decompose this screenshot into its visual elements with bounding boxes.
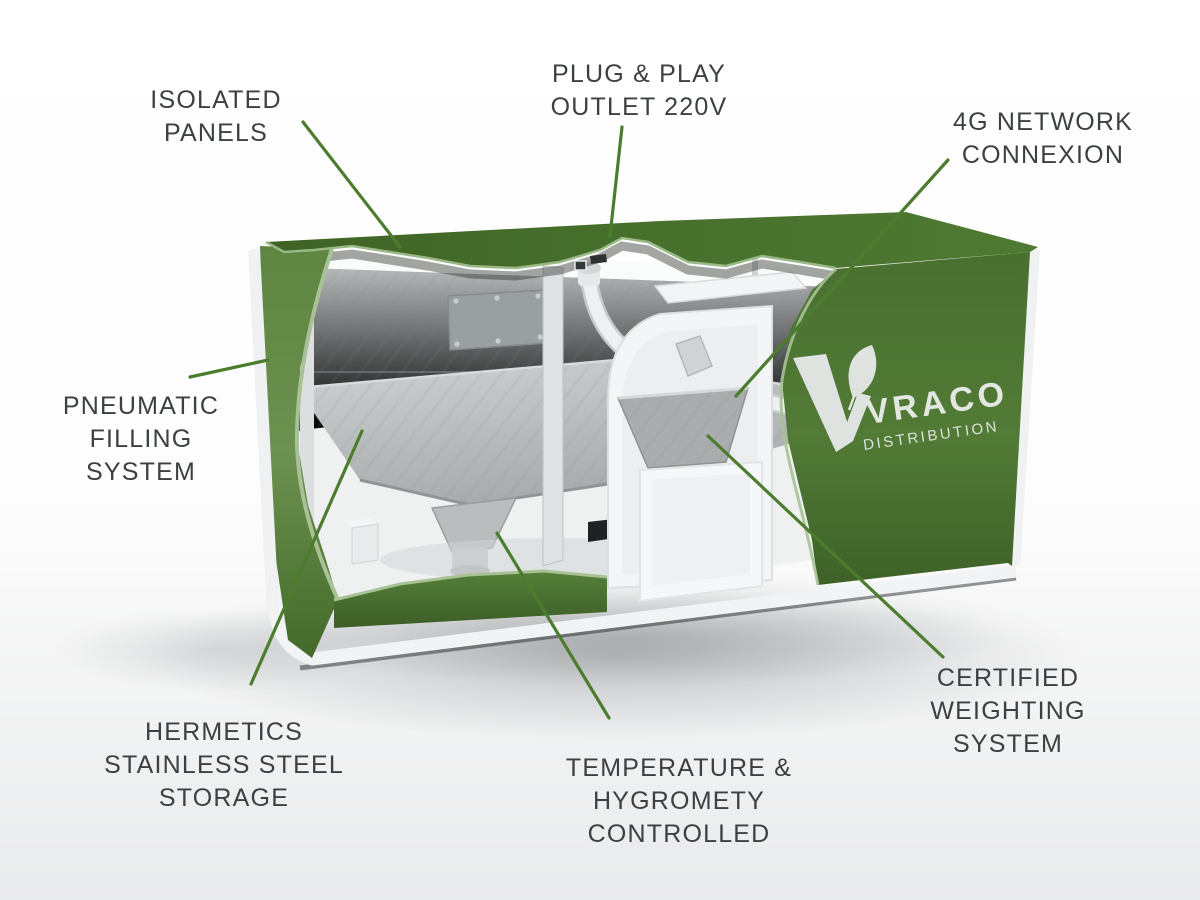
container-interior: [266, 250, 837, 642]
label-pneumatic-filling-system: PNEUMATIC FILLING SYSTEM: [63, 390, 219, 489]
roof-outlet: [574, 254, 607, 271]
label-temperature-hygrometry: TEMPERATURE & HYGROMETY CONTROLLED: [566, 752, 792, 851]
label-line: SYSTEM: [86, 458, 196, 486]
label-4g-network-connexion: 4G NETWORK CONNEXION: [953, 106, 1133, 172]
leader-weighting: [706, 434, 945, 659]
leader-pneumatic: [188, 358, 270, 379]
access-hatch: [447, 289, 548, 351]
label-line: CERTIFIED: [936, 664, 1080, 692]
label-certified-weighting: CERTIFIED WEIGHTING SYSTEM: [930, 662, 1085, 761]
label-plug-play-outlet: PLUG & PLAY OUTLET 220V: [551, 58, 728, 124]
label-line: CONTROLLED: [587, 820, 771, 848]
label-line: STAINLESS STEEL: [104, 751, 344, 779]
label-line: CONNEXION: [961, 141, 1125, 169]
left-panel-remnant: [248, 246, 340, 658]
label-isolated-panels: ISOLATED PANELS: [150, 84, 281, 150]
leader-temperature: [495, 531, 611, 720]
leader-hermetics: [249, 429, 364, 686]
weighting-compartment: [607, 252, 808, 603]
logo-v-leaf-icon: [793, 345, 877, 452]
label-line: PLUG & PLAY: [552, 60, 726, 88]
label-hermetics-storage: HERMETICS STAINLESS STEEL STORAGE: [104, 716, 344, 815]
label-line: STORAGE: [158, 784, 290, 812]
label-line: WEIGHTING: [930, 697, 1086, 725]
leader-plug-play: [608, 125, 624, 238]
label-line: ISOLATED: [150, 86, 282, 114]
center-divider-post: [542, 265, 564, 567]
label-line: TEMPERATURE &: [565, 754, 793, 782]
front-bottom-band: [333, 569, 608, 628]
label-line: OUTLET 220V: [550, 93, 728, 121]
leader-isolated-panels: [301, 120, 402, 249]
label-line: SYSTEM: [952, 730, 1063, 758]
label-line: 4G NETWORK: [952, 108, 1134, 136]
label-line: FILLING: [89, 425, 193, 453]
label-line: HYGROMETY: [593, 787, 765, 815]
leader-lines: [188, 120, 950, 720]
leader-4g-network: [734, 158, 950, 398]
label-line: HERMETICS: [144, 718, 304, 746]
label-line: PANELS: [163, 119, 269, 147]
roof: [265, 212, 1038, 271]
label-line: PNEUMATIC: [62, 392, 220, 420]
floor-pedestal: [346, 518, 379, 565]
